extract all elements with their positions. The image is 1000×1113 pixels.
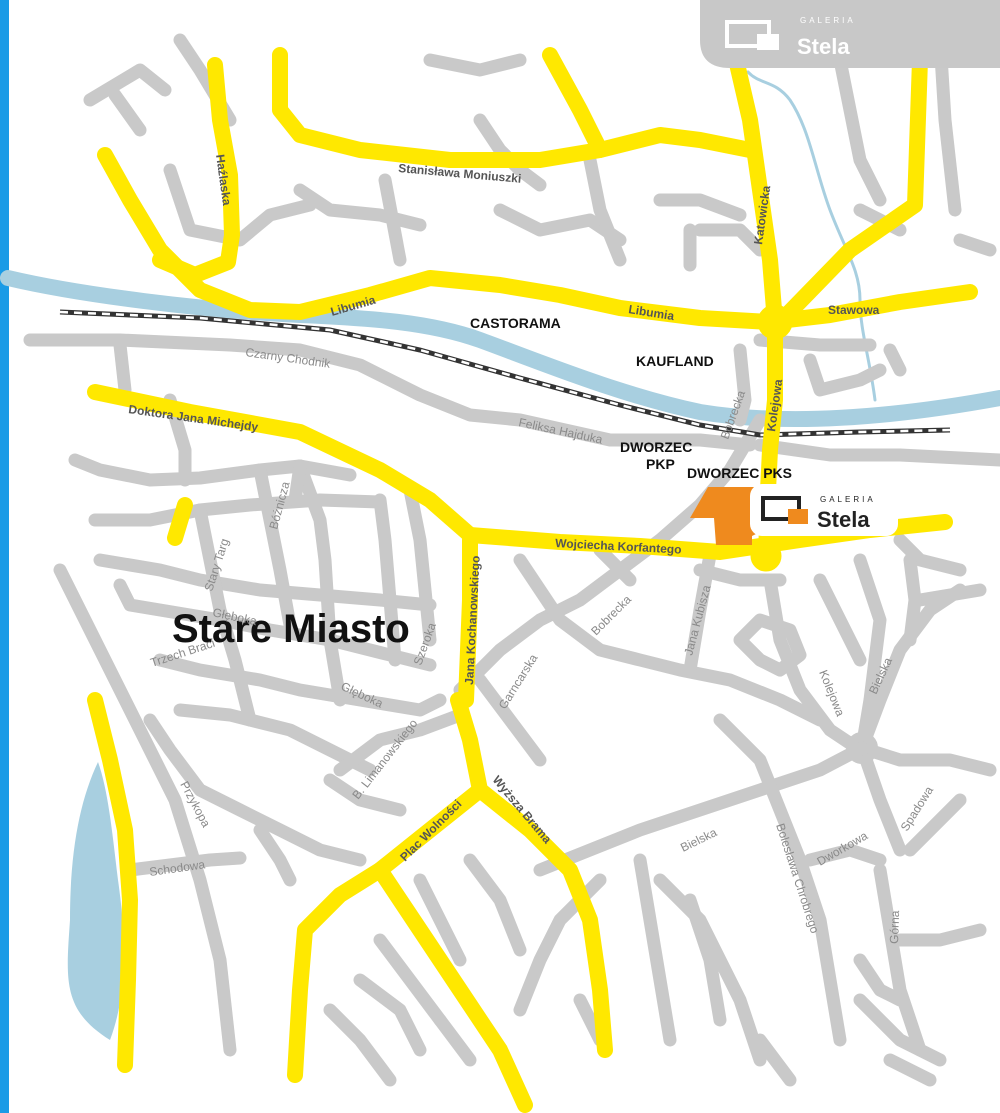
railway: [59, 309, 951, 438]
label-korfantego: Wojciecha Korfantego: [555, 536, 682, 557]
label-gorna: Górna: [887, 910, 902, 944]
galeria-stela-building: [690, 487, 760, 545]
label-dworzec-pks[interactable]: DWORZEC PKS: [687, 465, 792, 481]
logo-big-text: Stela: [797, 34, 850, 59]
label-dworzec-pkp-2[interactable]: PKP: [646, 456, 675, 472]
roundabout-korfantego: [750, 540, 782, 572]
label-castorama[interactable]: CASTORAMA: [470, 315, 561, 331]
label-stawowa: Stawowa: [828, 303, 880, 317]
label-stare-miasto: Stare Miasto: [172, 607, 410, 651]
badge-logo-icon: [761, 496, 801, 521]
logo-small-text: GALERIA: [800, 16, 856, 25]
roundabout-stawowa: [757, 304, 793, 340]
brook: [746, 70, 877, 402]
label-kaufland[interactable]: KAUFLAND: [636, 353, 714, 369]
pond: [67, 762, 124, 1040]
roundabout-bielska: [846, 732, 878, 764]
river-olza: [0, 270, 1000, 428]
galeria-stela-badge[interactable]: GALERIA Stela: [750, 484, 898, 536]
label-dworzec-pkp-1[interactable]: DWORZEC: [620, 439, 692, 455]
left-accent-bar: [0, 0, 9, 1113]
label-kochanowskiego: Jana Kochanowskiego: [462, 555, 483, 685]
corner-brand: GALERIA Stela: [700, 0, 1000, 68]
badge-small-text: GALERIA: [820, 495, 876, 504]
badge-big-text: Stela: [817, 507, 870, 532]
